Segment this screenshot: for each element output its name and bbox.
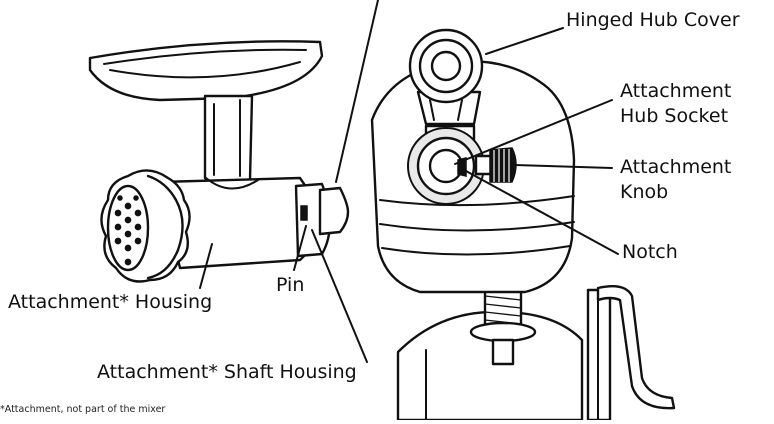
leader-attachment-housing [199, 243, 213, 289]
cutting-plate [106, 184, 150, 272]
tilt-lever [596, 285, 676, 410]
label-attachment-housing: Attachment* Housing [8, 291, 213, 313]
label-pin: Pin [276, 274, 305, 296]
leader-attachment-knob [514, 164, 613, 169]
leader-lines [199, 0, 619, 363]
leader-shaft-housing [311, 229, 368, 363]
attachment-hub-socket [407, 124, 485, 205]
hinged-hub-cover [408, 28, 484, 126]
label-hinged-hub-cover: Hinged Hub Cover [566, 9, 740, 31]
label-notch: Notch [622, 241, 678, 263]
pin-marker [300, 205, 308, 221]
leader-top [335, 0, 379, 183]
feed-neck [203, 94, 254, 187]
leader-notch [465, 170, 619, 255]
leader-hinged-hub-cover [485, 27, 564, 55]
shaft-housing [294, 182, 350, 258]
footnote: *Attachment, not part of the mixer [0, 404, 166, 415]
leader-hub-socket [454, 99, 613, 165]
label-attachment-knob-line2: Knob [620, 181, 669, 203]
label-attachment-hub-socket-line2: Hub Socket [620, 105, 729, 127]
feed-tray [88, 40, 324, 102]
label-attachment-knob-line1: Attachment [620, 156, 732, 178]
label-attachment-hub-socket-line1: Attachment [620, 80, 732, 102]
leader-pin [293, 225, 307, 271]
mixer-head [370, 28, 676, 422]
grinder-attachment [88, 40, 350, 283]
beater-shaft [469, 288, 537, 366]
attachment-knob [474, 147, 517, 183]
label-attachment-shaft-housing: Attachment* Shaft Housing [97, 361, 357, 383]
